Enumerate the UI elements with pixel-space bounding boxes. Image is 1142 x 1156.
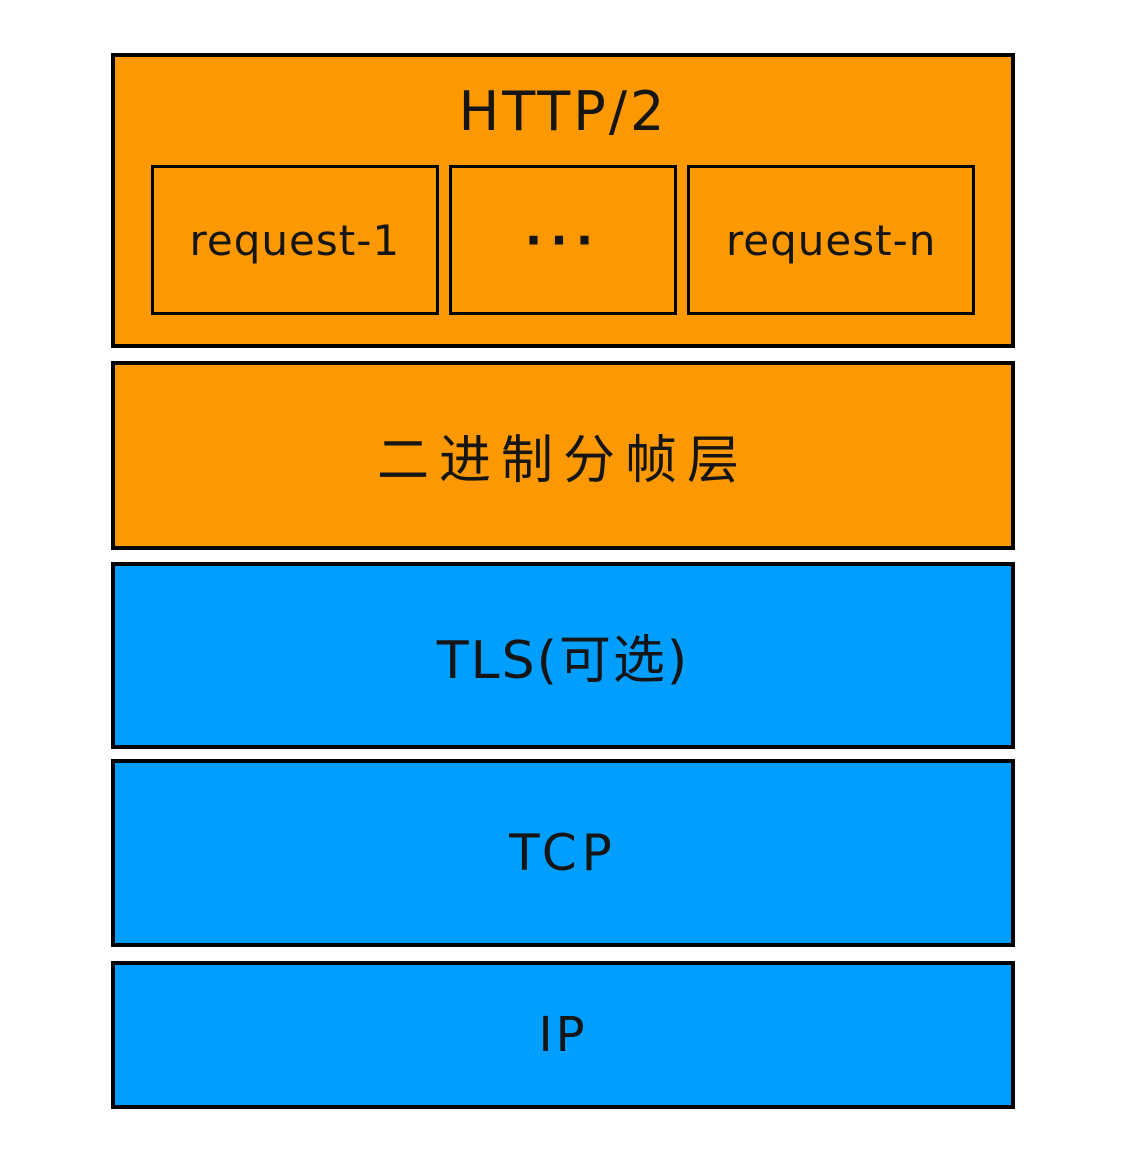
ip-layer-label: IP: [538, 1007, 588, 1063]
requests-row: request-1 ··· request-n: [115, 165, 1011, 315]
binary-framing-layer-label: 二进制分帧层: [376, 431, 749, 491]
ip-layer: IP: [111, 961, 1015, 1109]
request-n-box: request-n: [687, 165, 975, 315]
http2-layer: HTTP/2 request-1 ··· request-n: [111, 53, 1015, 348]
tls-layer: TLS(可选): [111, 562, 1015, 749]
requests-ellipsis-box: ···: [448, 165, 678, 315]
http2-layer-label: HTTP/2: [458, 79, 668, 143]
request-1-box: request-1: [151, 165, 439, 315]
tcp-layer: TCP: [111, 759, 1015, 947]
ellipsis-label: ···: [524, 213, 602, 267]
request-n-label: request-n: [725, 215, 937, 265]
binary-framing-layer: 二进制分帧层: [111, 361, 1015, 550]
tls-layer-label: TLS(可选): [436, 631, 690, 691]
request-1-label: request-1: [189, 215, 401, 265]
tcp-layer-label: TCP: [509, 824, 617, 882]
